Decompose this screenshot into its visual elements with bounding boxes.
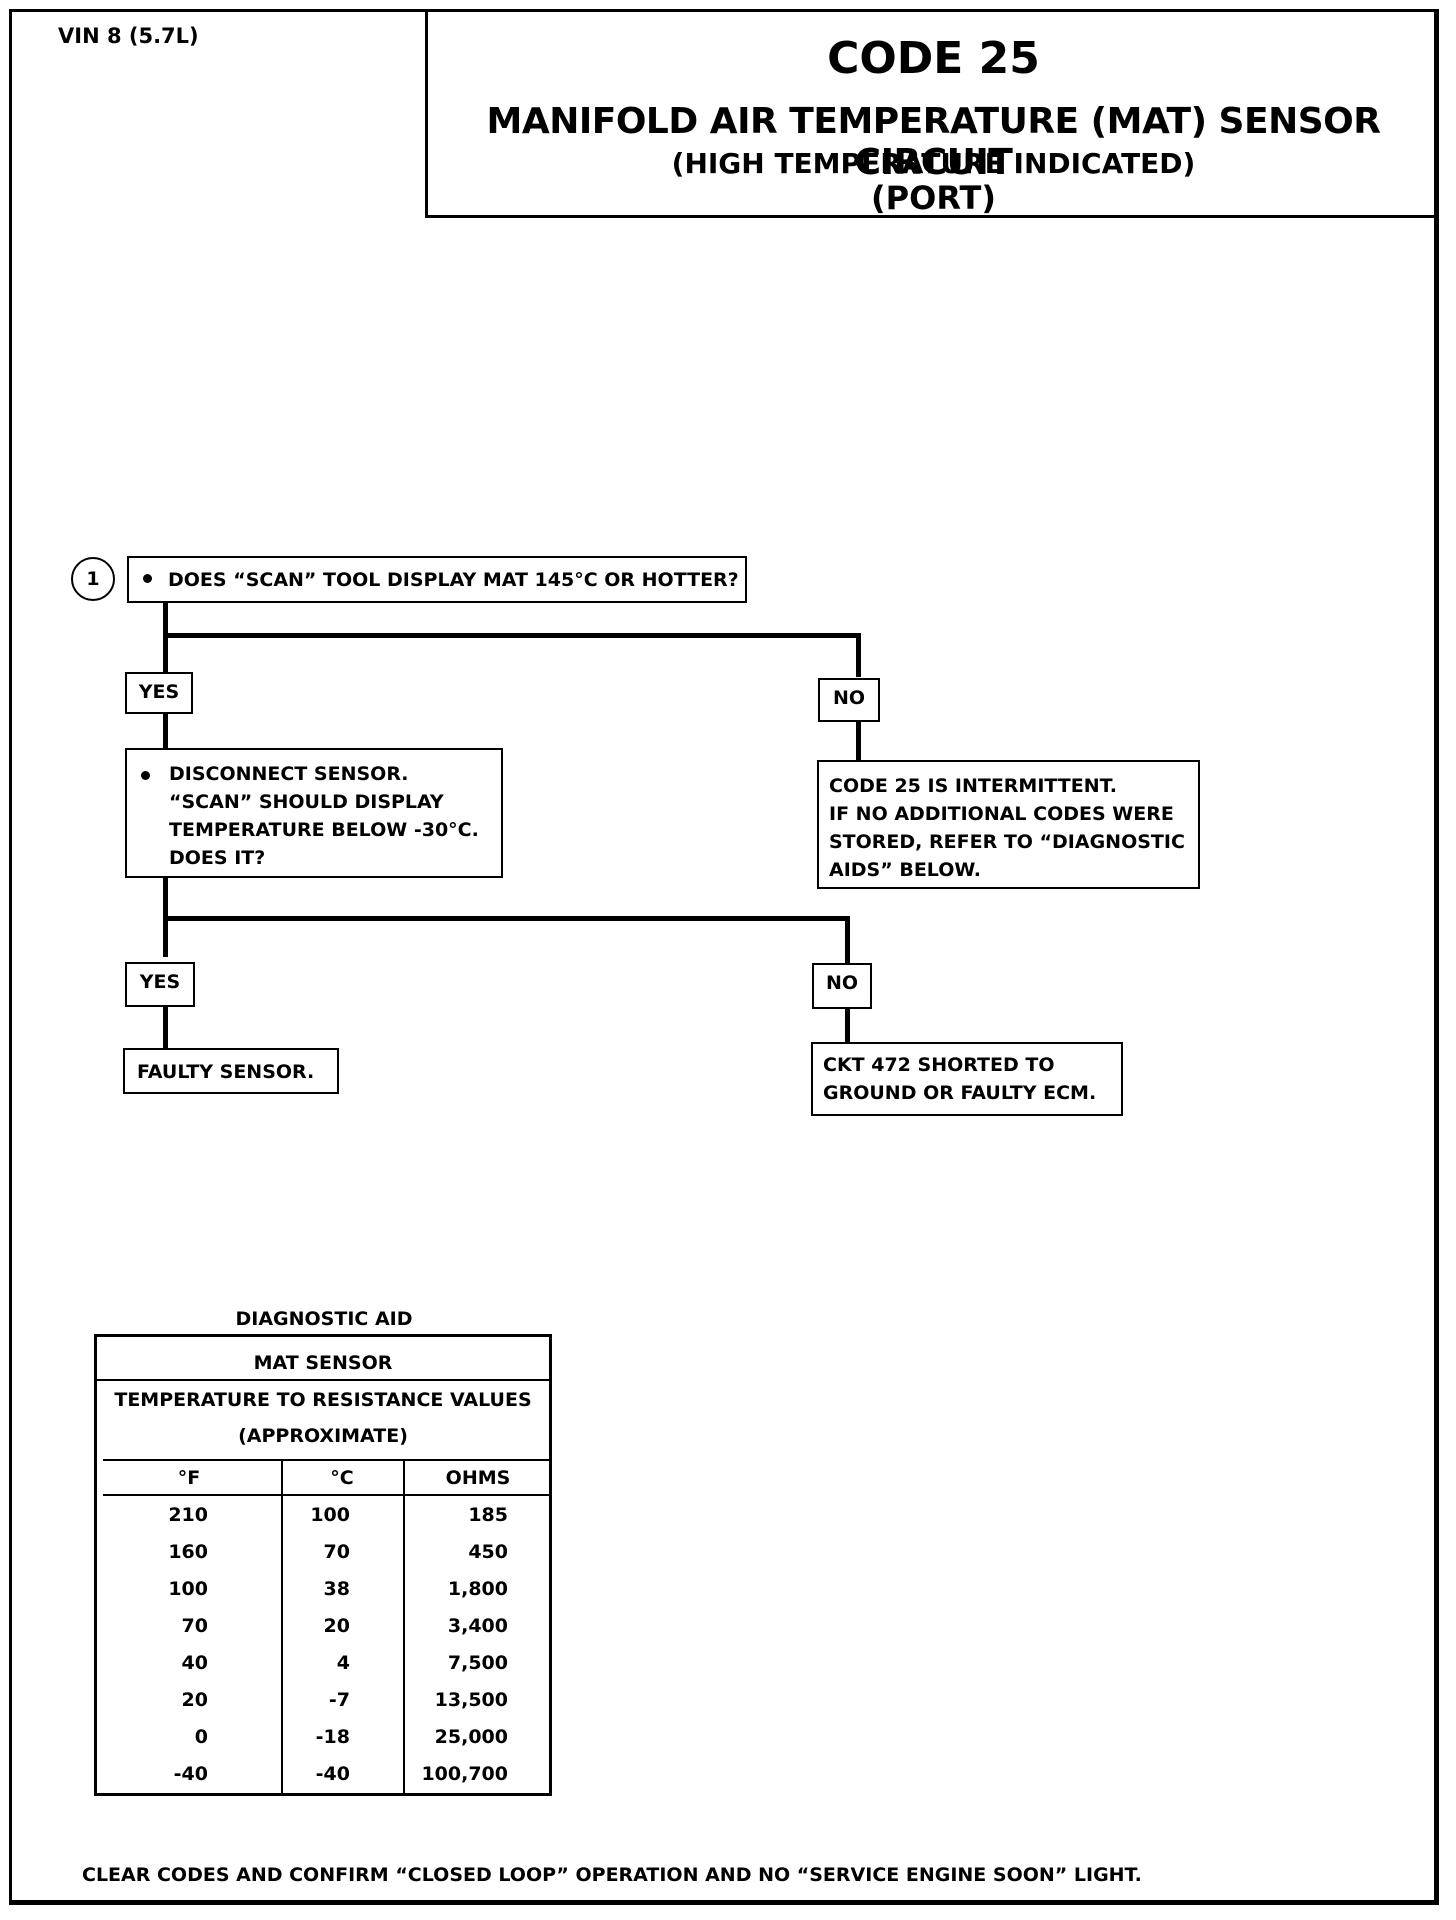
column-header-c: °C xyxy=(330,1467,354,1489)
question-2-line-2: “SCAN” SHOULD DISPLAY xyxy=(169,791,444,813)
circuit-subtitle: (HIGH TEMPERATURE INDICATED) xyxy=(671,147,1196,180)
mat-sensor-table: MAT SENSOR TEMPERATURE TO RESISTANCE VAL… xyxy=(94,1334,552,1796)
intermittent-line-3: STORED, REFER TO “DIAGNOSTIC xyxy=(829,831,1185,853)
table-cell-ohms: 1,800 xyxy=(447,1578,508,1600)
yes-2-label: YES xyxy=(125,962,195,1007)
table-cell-c: -18 xyxy=(315,1726,350,1748)
column-divider xyxy=(281,1459,283,1793)
table-cell-f: -40 xyxy=(173,1763,208,1785)
table-rule xyxy=(103,1494,549,1496)
question-2-line-1: DISCONNECT SENSOR. xyxy=(169,763,409,785)
connector-q2-horizontal xyxy=(163,916,850,921)
intermittent-line-2: IF NO ADDITIONAL CODES WERE xyxy=(829,803,1174,825)
question-1-box: DOES “SCAN” TOOL DISPLAY MAT 145°C OR HO… xyxy=(127,556,747,603)
connector-no2-to-result xyxy=(845,1008,850,1044)
connector-q1-down xyxy=(163,602,168,674)
circuit-title: MANIFOLD AIR TEMPERATURE (MAT) SENSOR CI… xyxy=(486,101,1381,183)
bullet-icon xyxy=(141,771,150,780)
bullet-icon xyxy=(143,574,152,583)
connector-no1-to-result xyxy=(856,722,861,762)
connector-no1-down xyxy=(856,633,861,677)
table-cell-f: 210 xyxy=(168,1504,208,1526)
connector-no2-down xyxy=(845,916,850,964)
intermittent-result-box: CODE 25 IS INTERMITTENT. IF NO ADDITIONA… xyxy=(817,760,1200,889)
question-1-text: DOES “SCAN” TOOL DISPLAY MAT 145°C OR HO… xyxy=(168,569,739,591)
table-cell-f: 0 xyxy=(194,1726,208,1748)
column-header-ohms: OHMS xyxy=(445,1467,511,1489)
table-cell-c: 70 xyxy=(323,1541,350,1563)
circuit-variant: (PORT) xyxy=(871,179,996,217)
table-cell-f: 20 xyxy=(181,1689,208,1711)
table-cell-ohms: 100,700 xyxy=(421,1763,508,1785)
table-cell-ohms: 185 xyxy=(468,1504,508,1526)
table-title: MAT SENSOR xyxy=(253,1352,393,1374)
no-2-label: NO xyxy=(812,963,872,1009)
table-cell-f: 70 xyxy=(181,1615,208,1637)
table-cell-f: 160 xyxy=(168,1541,208,1563)
faulty-sensor-text: FAULTY SENSOR. xyxy=(137,1061,315,1083)
no-1-label: NO xyxy=(818,678,880,722)
connector-yes1-down xyxy=(163,712,168,750)
code-title: CODE 25 xyxy=(827,33,1040,84)
footer-instruction: CLEAR CODES AND CONFIRM “CLOSED LOOP” OP… xyxy=(82,1864,1142,1886)
faulty-sensor-box: FAULTY SENSOR. xyxy=(123,1048,339,1094)
ckt-shorted-box: CKT 472 SHORTED TO GROUND OR FAULTY ECM. xyxy=(811,1042,1123,1116)
table-cell-c: 4 xyxy=(336,1652,350,1674)
table-cell-ohms: 450 xyxy=(468,1541,508,1563)
table-rule xyxy=(103,1459,549,1461)
diagnostic-aid-title: DIAGNOSTIC AID xyxy=(235,1308,413,1330)
question-2-box: DISCONNECT SENSOR. “SCAN” SHOULD DISPLAY… xyxy=(125,748,503,878)
ckt-shorted-line-2: GROUND OR FAULTY ECM. xyxy=(823,1082,1097,1104)
question-2-line-4: DOES IT? xyxy=(169,847,266,869)
table-cell-c: 20 xyxy=(323,1615,350,1637)
connector-q1-horizontal xyxy=(163,633,861,638)
vin-label: VIN 8 (5.7L) xyxy=(58,24,199,48)
table-rule xyxy=(97,1379,549,1381)
table-cell-ohms: 7,500 xyxy=(447,1652,508,1674)
ckt-shorted-line-1: CKT 472 SHORTED TO xyxy=(823,1054,1055,1076)
table-cell-f: 100 xyxy=(168,1578,208,1600)
table-cell-c: 38 xyxy=(323,1578,350,1600)
connector-yes2-down xyxy=(163,1005,168,1049)
table-note: (APPROXIMATE) xyxy=(238,1425,408,1447)
table-cell-f: 40 xyxy=(181,1652,208,1674)
page-border xyxy=(9,9,1439,1905)
table-subtitle: TEMPERATURE TO RESISTANCE VALUES xyxy=(114,1389,532,1411)
yes-1-label: YES xyxy=(125,672,193,714)
column-header-f: °F xyxy=(177,1467,201,1489)
table-cell-ohms: 13,500 xyxy=(434,1689,508,1711)
title-box: CODE 25 MANIFOLD AIR TEMPERATURE (MAT) S… xyxy=(425,9,1439,218)
intermittent-line-1: CODE 25 IS INTERMITTENT. xyxy=(829,775,1117,797)
table-cell-c: -40 xyxy=(315,1763,350,1785)
table-cell-c: 100 xyxy=(310,1504,350,1526)
column-divider xyxy=(403,1459,405,1793)
table-cell-ohms: 3,400 xyxy=(447,1615,508,1637)
question-2-line-3: TEMPERATURE BELOW -30°C. xyxy=(169,819,479,841)
intermittent-line-4: AIDS” BELOW. xyxy=(829,859,981,881)
step-number-circle: 1 xyxy=(71,557,115,601)
table-cell-ohms: 25,000 xyxy=(434,1726,508,1748)
table-cell-c: -7 xyxy=(328,1689,350,1711)
